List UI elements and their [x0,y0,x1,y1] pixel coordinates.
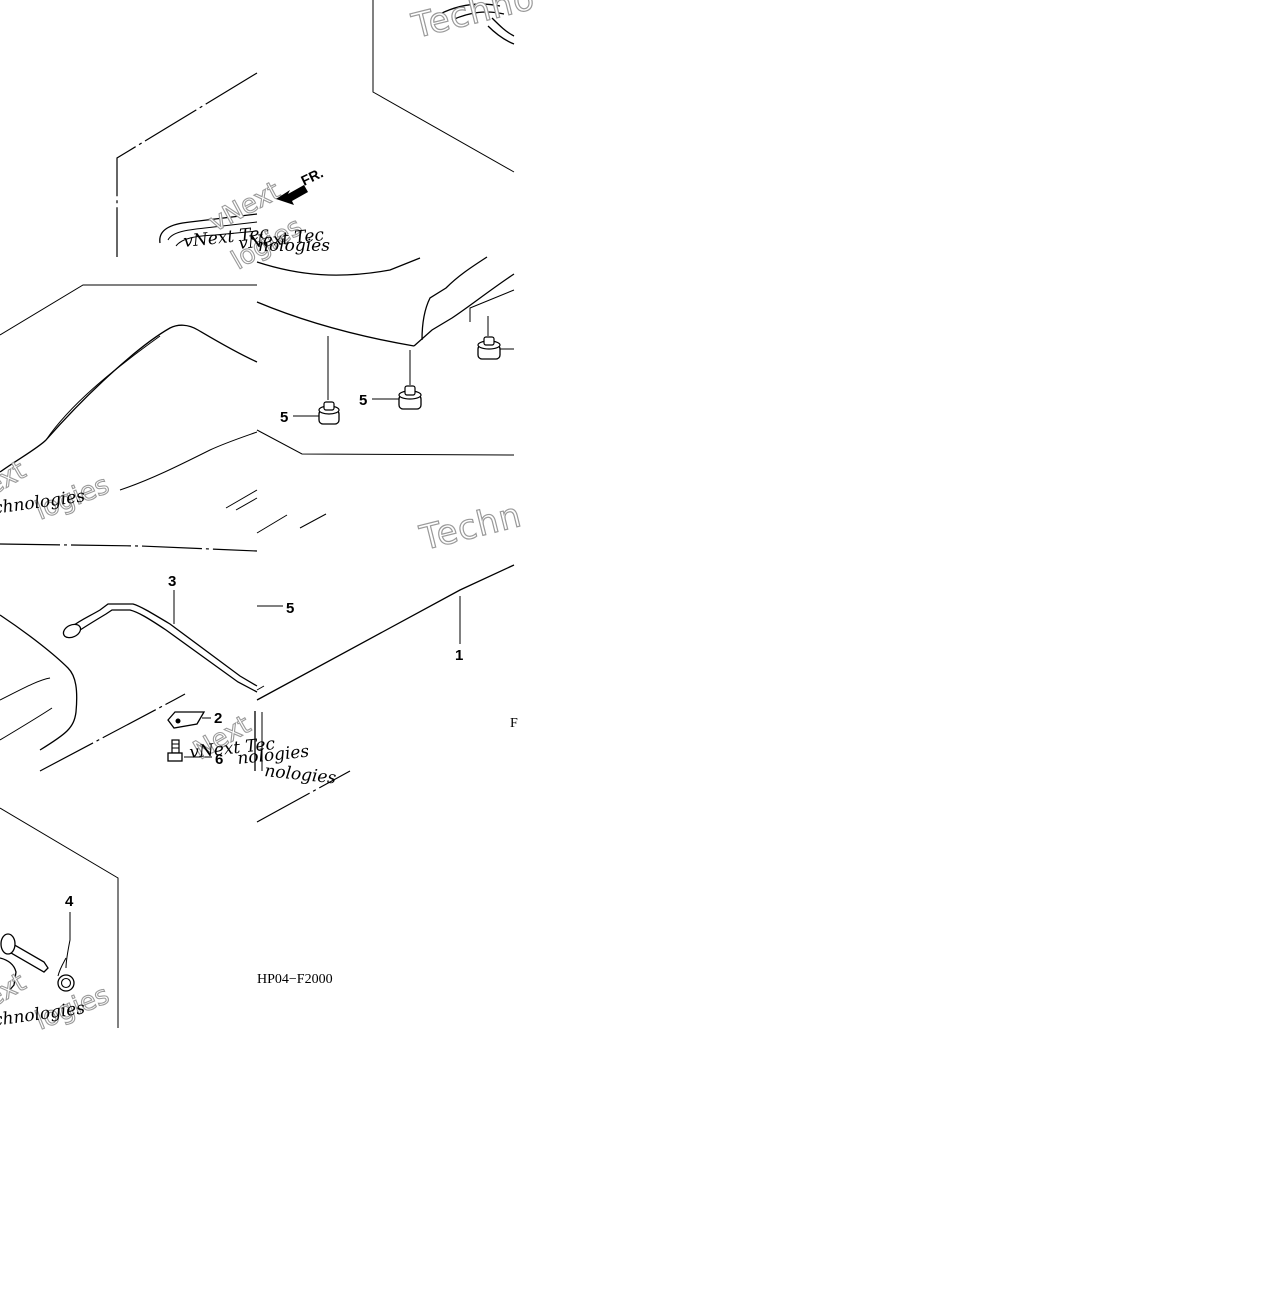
cushion-part [477,336,501,360]
part-label-2: 2 [214,710,222,727]
seat-edge [159,213,258,244]
dashed-outline [256,770,351,823]
seat-contour [119,431,258,491]
tile-lower-middle: 5 1 F Techn nologies nologies [236,494,526,788]
box-outline [372,0,515,173]
part-label-5: 5 [359,392,367,409]
pivot-arm [0,957,17,993]
dashed-outline [0,543,258,552]
seat-stripe [175,230,258,247]
dashed-outline [116,72,258,257]
grab-rail-upper [69,603,258,687]
box-outline [0,807,119,1028]
outline [256,685,265,691]
front-direction-label: FR. [298,164,325,188]
diagram-code: HP04−F2000 [257,972,333,987]
plate-part [167,711,206,729]
spring-part [57,912,75,992]
seat-stripe [167,221,258,241]
top-detail [439,3,501,15]
seat-contour [235,497,258,511]
seat-bottom-edge [256,301,415,347]
box-outline [0,284,257,336]
outline [256,514,288,534]
bolt-part [167,739,183,762]
top-detail [491,17,515,37]
cushion-part [398,385,422,410]
front-direction-arrow: FR. [276,164,326,205]
part-label-1: 1 [455,647,463,664]
seat-ridge [45,335,161,441]
pivot-shaft [5,939,49,973]
outline [299,513,327,529]
watermark-techno: Techn [416,495,526,559]
cushion-part [318,401,340,425]
dashed-outline [39,693,186,772]
seat-contour [0,707,53,741]
part-label-5: 5 [280,409,288,426]
watermark-brand: nologies [258,236,330,256]
stray-glyph: F [510,716,518,731]
seat-curve [413,273,515,347]
tile-top-middle: Techno FR. logies nologies vNext Tec [226,0,540,277]
seat-rear [0,614,78,751]
tile-middle-left: ext logies chnologies [0,284,258,527]
grab-rail-lower [73,609,258,693]
top-detail [487,25,515,45]
pivot-part [0,933,49,993]
watermark-techno: Techno [408,0,539,47]
tile-bottom-left: 4 ext logies chnologies [0,807,119,1037]
grab-rail-part [62,603,258,693]
seat-base-line [256,564,515,701]
top-detail [451,11,505,21]
part-label-5: 5 [286,600,294,617]
seat-contour [225,489,258,509]
arrow-icon [276,185,308,205]
seat-top-edge [256,257,421,276]
pivot-head [0,933,16,955]
seat-curve [421,256,488,341]
part-label-4: 4 [65,893,74,910]
rail-end [62,623,82,639]
part-label-3: 3 [168,573,176,590]
tile-lower-left: 3 2 6 Next vNext Tec [0,543,276,772]
seat-contour [0,677,51,701]
box-outline [256,429,515,456]
tile-center: 5 5 [256,256,515,456]
tile-top-left: vNext vNext Tec [116,72,286,257]
seat-profile [0,324,258,473]
tile-bottom-middle: HP04−F2000 [256,770,351,987]
bracket [469,289,515,322]
part-label-6: 6 [215,751,223,768]
leader-line [65,912,71,969]
